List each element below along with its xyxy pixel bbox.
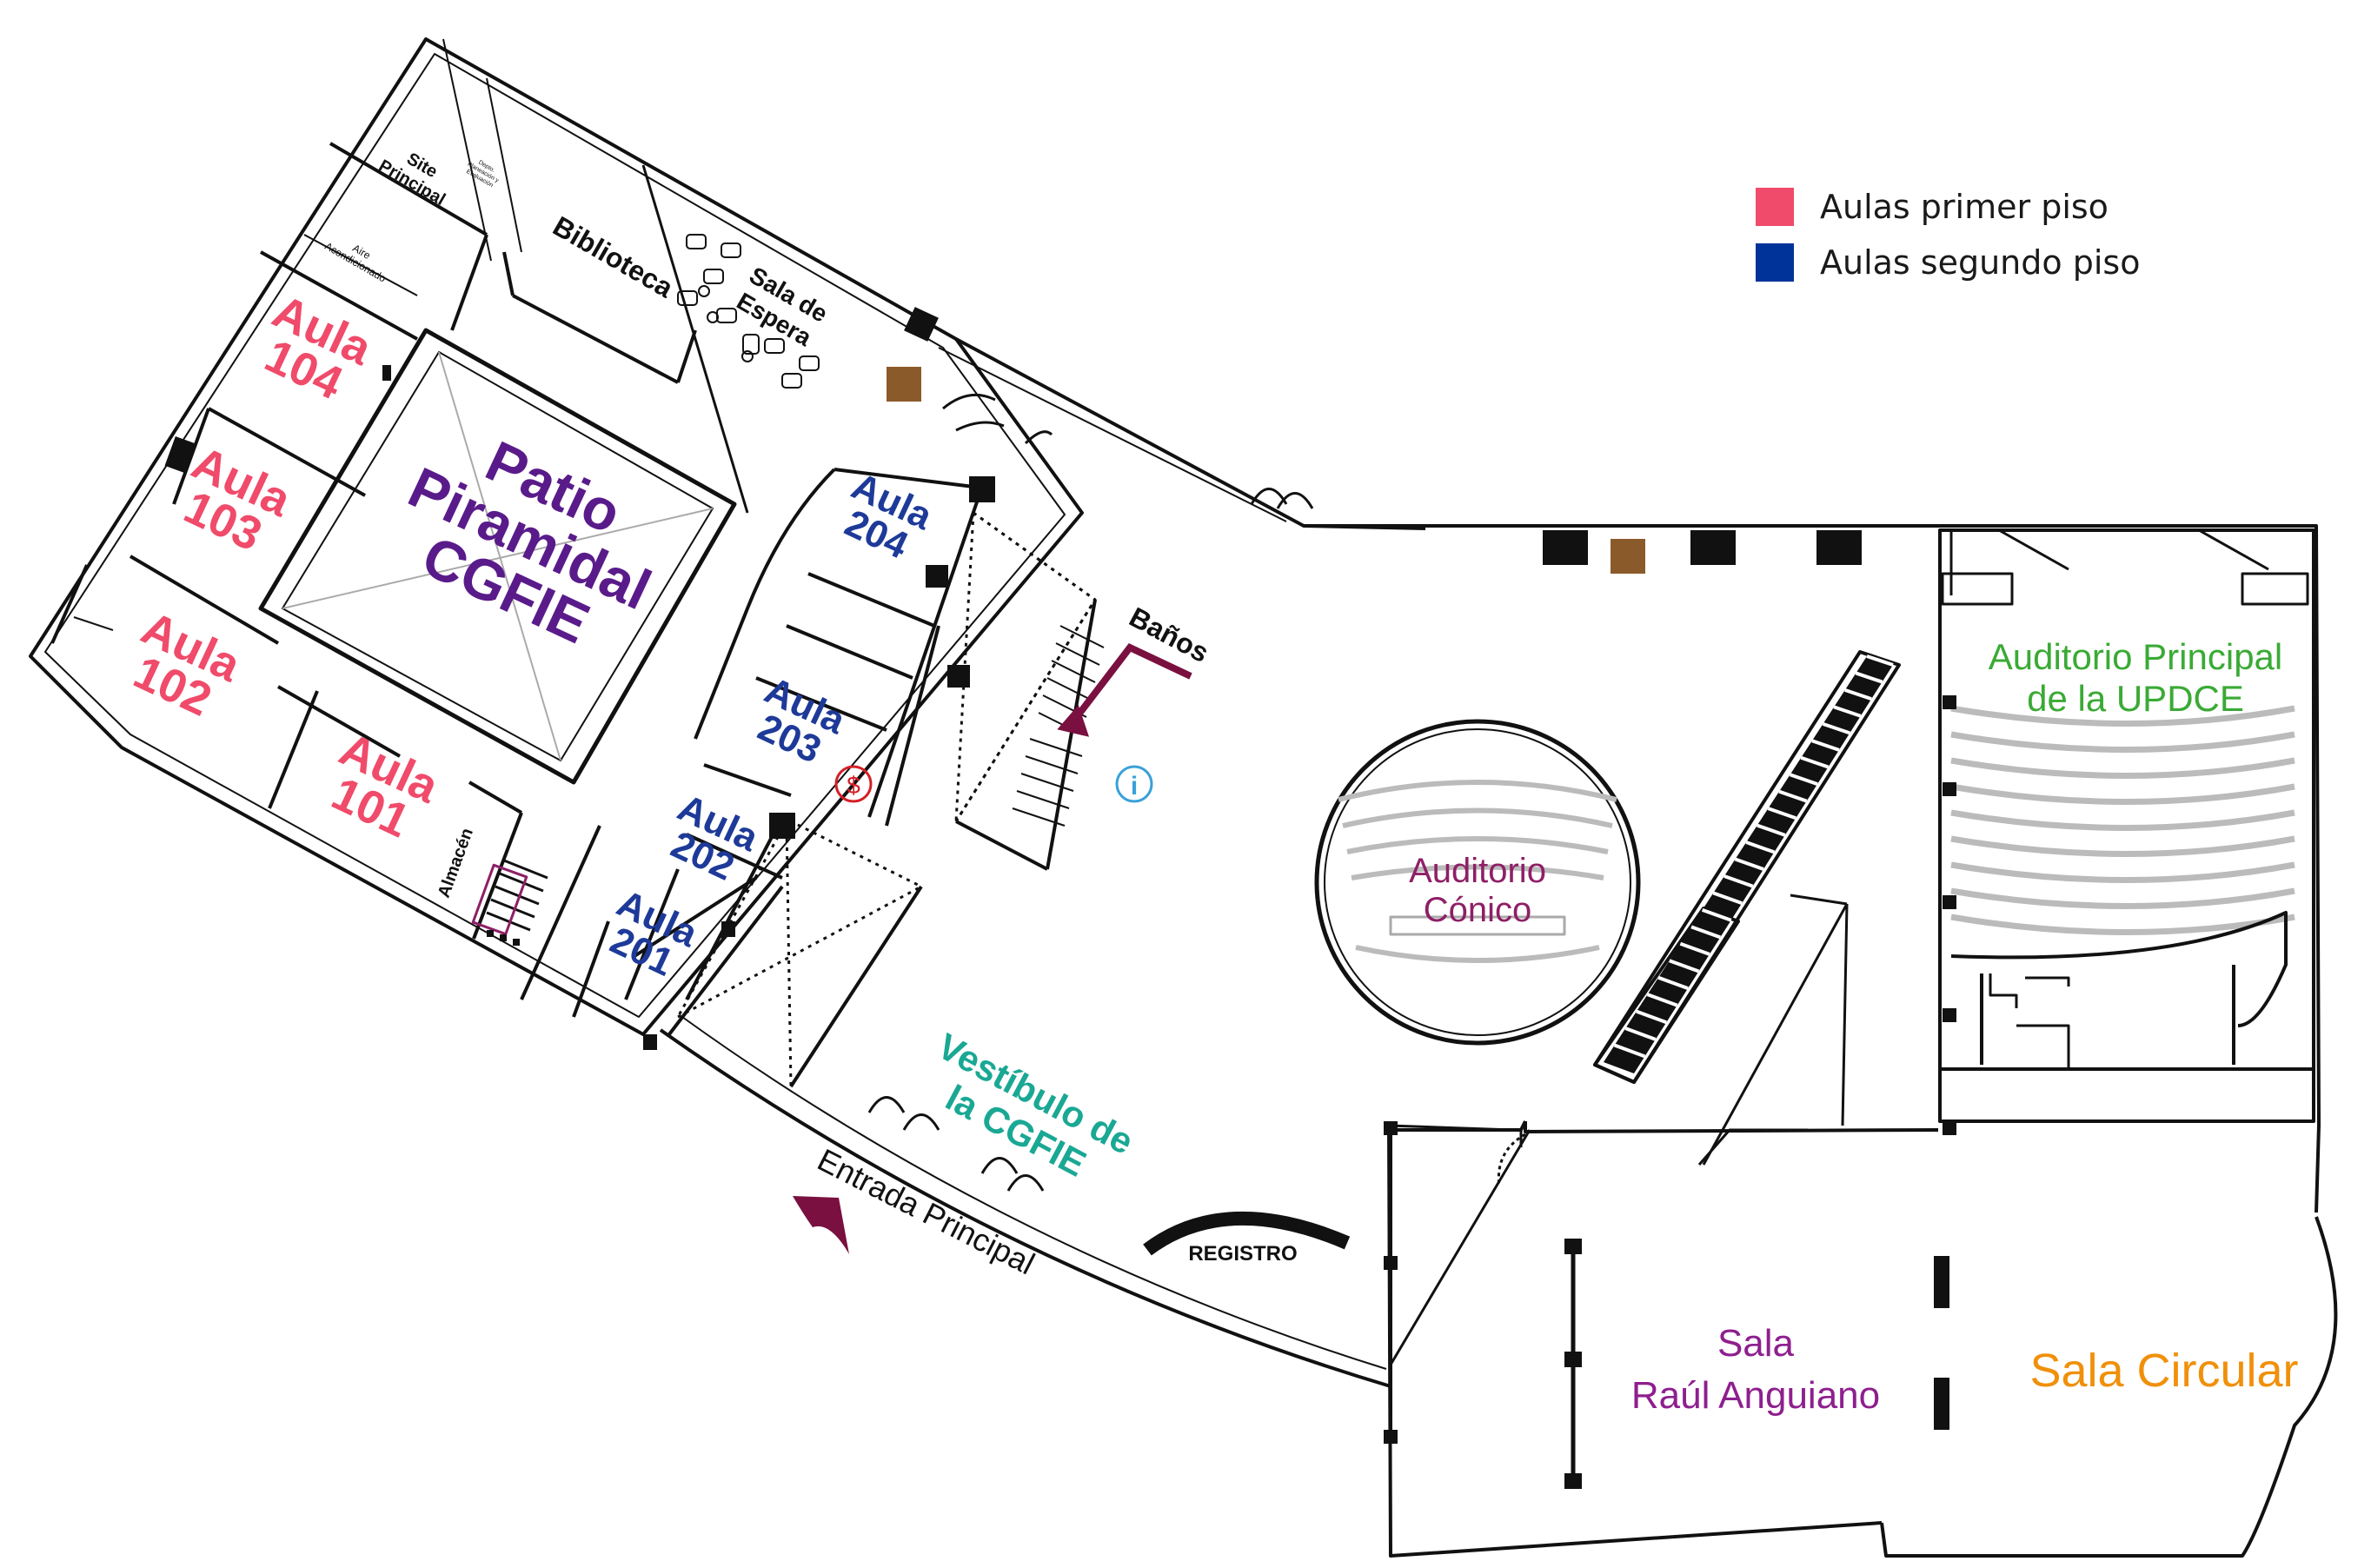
svg-text:de la UPDCE: de la UPDCE <box>2027 678 2244 719</box>
sala-raul-label: Sala Raúl Anguiano <box>1631 1322 1880 1417</box>
escalator-step <box>1789 773 1818 786</box>
updce-outer-wall <box>1304 524 2321 1213</box>
stairs-almacen <box>486 859 548 932</box>
legend-swatch-second-floor <box>1756 243 1794 282</box>
biblioteca-label: Biblioteca <box>548 210 679 304</box>
brown-marker-2 <box>1611 539 1645 574</box>
escalator-step <box>1679 941 1710 956</box>
entrance-arrow-icon <box>793 1196 849 1254</box>
banos-label: Baños <box>1125 601 1214 668</box>
info-icon: i <box>1115 765 1153 803</box>
escalator-step <box>1712 891 1743 906</box>
escalator-step <box>1624 1027 1657 1041</box>
escalator-step <box>1778 789 1808 803</box>
escalator-step <box>1822 721 1850 735</box>
legend-swatch-first-floor <box>1756 188 1794 226</box>
legend: Aulas primer piso Aulas segundo piso <box>1756 179 2140 290</box>
money-icon: $ <box>834 765 873 803</box>
patio-piramidal <box>258 328 737 785</box>
svg-text:Cónico: Cónico <box>1424 891 1532 929</box>
second-floor-labels: Aula 204 Aula 203 Aula 202 Aula 201 <box>604 465 939 985</box>
escalator-step <box>1800 755 1830 769</box>
escalator-step <box>1745 840 1776 854</box>
escalator-step <box>1669 959 1700 973</box>
svg-text:$: $ <box>847 772 860 799</box>
sala-circular-label: Sala Circular <box>2029 1345 2298 1397</box>
vestibulo-label: Vestíbulo de la CGFIE <box>931 1026 1139 1185</box>
auditorio-conico-label: Auditorio Cónico <box>1409 852 1546 929</box>
svg-text:Sala: Sala <box>1717 1322 1795 1365</box>
svg-text:Auditorio Principal: Auditorio Principal <box>1989 636 2283 677</box>
almacen-label: Almacén <box>435 826 477 900</box>
escalator-step <box>1757 823 1786 837</box>
svg-text:i: i <box>1131 772 1138 801</box>
entrada-principal-label: Entrada Principal <box>812 1141 1040 1281</box>
registro-desk <box>1143 1212 1351 1256</box>
legend-item-second-floor: Aulas segundo piso <box>1756 235 2140 290</box>
escalator-step <box>1701 907 1732 922</box>
escalator-step <box>1844 688 1872 701</box>
escalator-step <box>1646 993 1678 1007</box>
escalator-step <box>1866 654 1894 667</box>
legend-item-first-floor: Aulas primer piso <box>1756 179 2140 235</box>
registro-label: REGISTRO <box>1188 1242 1297 1266</box>
auditorio-conico-outline <box>1314 719 1641 1046</box>
legend-label-first-floor: Aulas primer piso <box>1820 188 2109 226</box>
svg-text:Auditorio: Auditorio <box>1409 852 1546 890</box>
auditorio-principal-box <box>1938 528 2315 1123</box>
escalator-step <box>1723 874 1754 888</box>
escalator-step <box>1657 975 1689 990</box>
auditorio-principal-seats <box>1950 705 2295 935</box>
escalator-step <box>1734 857 1764 871</box>
escalator-step <box>1811 739 1840 752</box>
cgfie-inner-wall <box>44 53 1066 1018</box>
brown-marker-1 <box>887 367 921 402</box>
svg-text:Raúl Anguiano: Raúl Anguiano <box>1631 1374 1880 1417</box>
auditorio-principal-label: Auditorio Principal de la UPDCE <box>1989 636 2283 719</box>
escalator-step <box>1690 925 1722 940</box>
waiting-chairs <box>677 234 820 389</box>
escalator-step <box>1833 705 1862 718</box>
escalator-step <box>1636 1009 1667 1025</box>
legend-label-second-floor: Aulas segundo piso <box>1820 243 2141 282</box>
stairs-main <box>1012 625 1105 827</box>
escalator-step <box>1613 1043 1646 1059</box>
banos-arrow-icon <box>1057 643 1192 737</box>
escalator-step <box>1855 671 1883 684</box>
escalator-step <box>1767 807 1797 821</box>
escalator <box>1593 650 1901 1166</box>
first-floor-labels: Aula 104 Aula 103 Aula 102 Aula 101 <box>126 285 447 847</box>
